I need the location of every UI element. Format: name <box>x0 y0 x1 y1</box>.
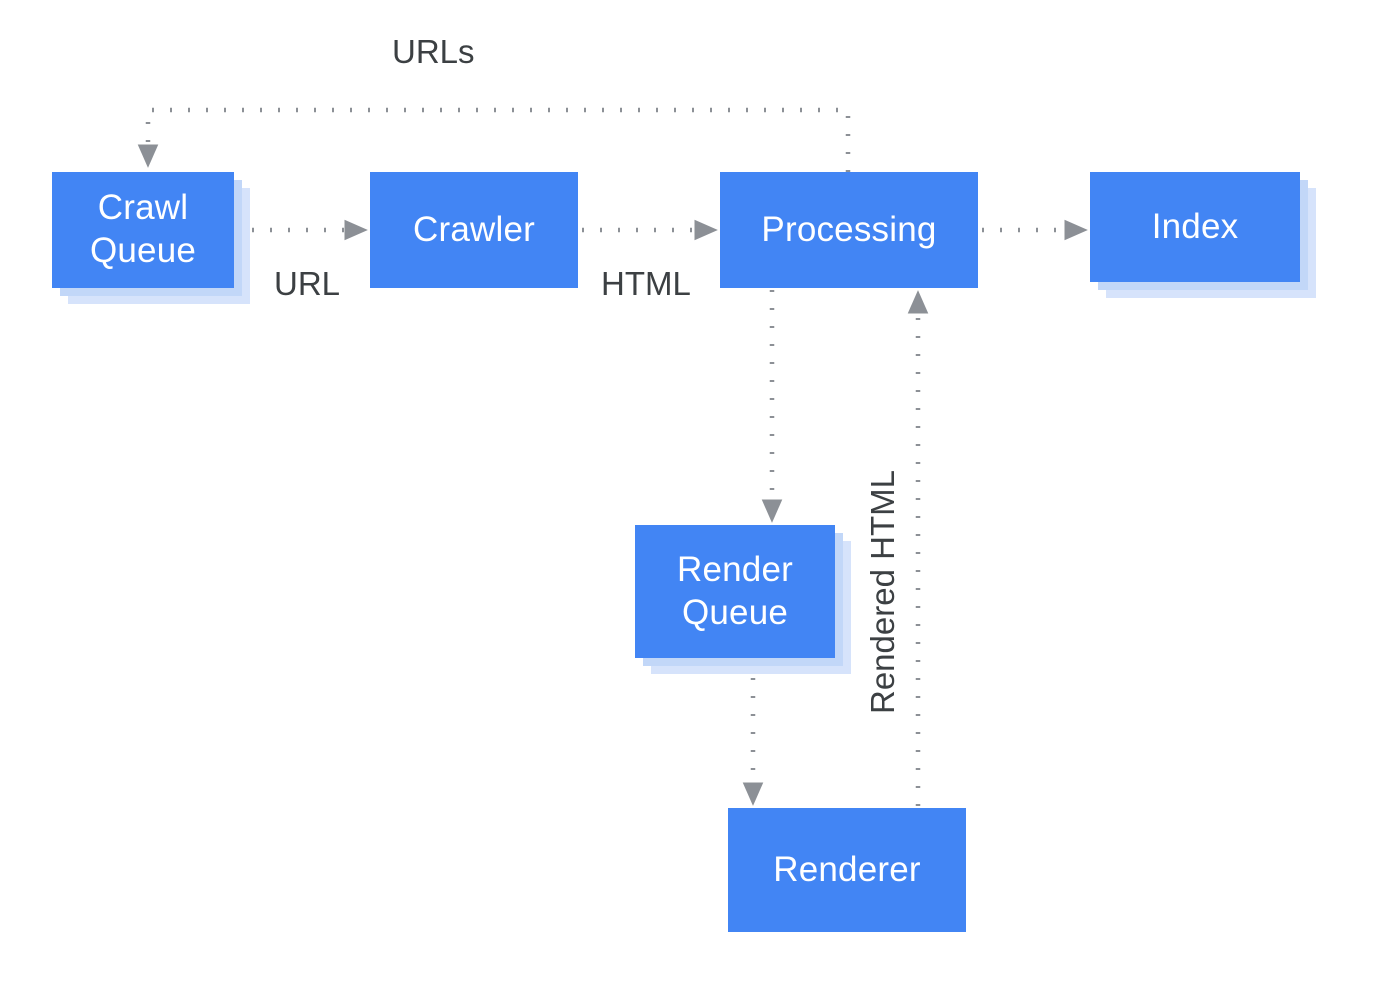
node-processing[interactable]: Processing <box>720 172 978 288</box>
node-face: Crawl Queue <box>52 172 234 288</box>
node-label: Processing <box>761 209 937 249</box>
node-label: Renderer <box>773 849 921 889</box>
node-crawler[interactable]: Crawler <box>370 172 578 288</box>
edge-label-url: URL <box>274 265 341 302</box>
node-face: Crawler <box>370 172 578 288</box>
node-label: Crawler <box>413 209 535 249</box>
edge-processing-to-crawlqueue <box>137 107 851 172</box>
edge-label-rendered-html: Rendered HTML <box>864 470 901 714</box>
node-index[interactable]: Index <box>1090 172 1316 298</box>
node-face: Render Queue <box>635 525 835 658</box>
node-face: Renderer <box>728 808 966 932</box>
node-label: Index <box>1151 206 1239 246</box>
node-renderer[interactable]: Renderer <box>728 808 966 932</box>
node-render-queue[interactable]: Render Queue <box>635 525 851 674</box>
node-label: Crawl Queue <box>89 188 197 270</box>
node-crawl-queue[interactable]: Crawl Queue <box>52 172 250 304</box>
node-label: Render Queue <box>677 549 793 632</box>
edge-label-urls: URLs <box>392 33 475 70</box>
node-face: Processing <box>720 172 978 288</box>
edge-label-html: HTML <box>601 265 691 302</box>
node-face: Index <box>1090 172 1300 282</box>
